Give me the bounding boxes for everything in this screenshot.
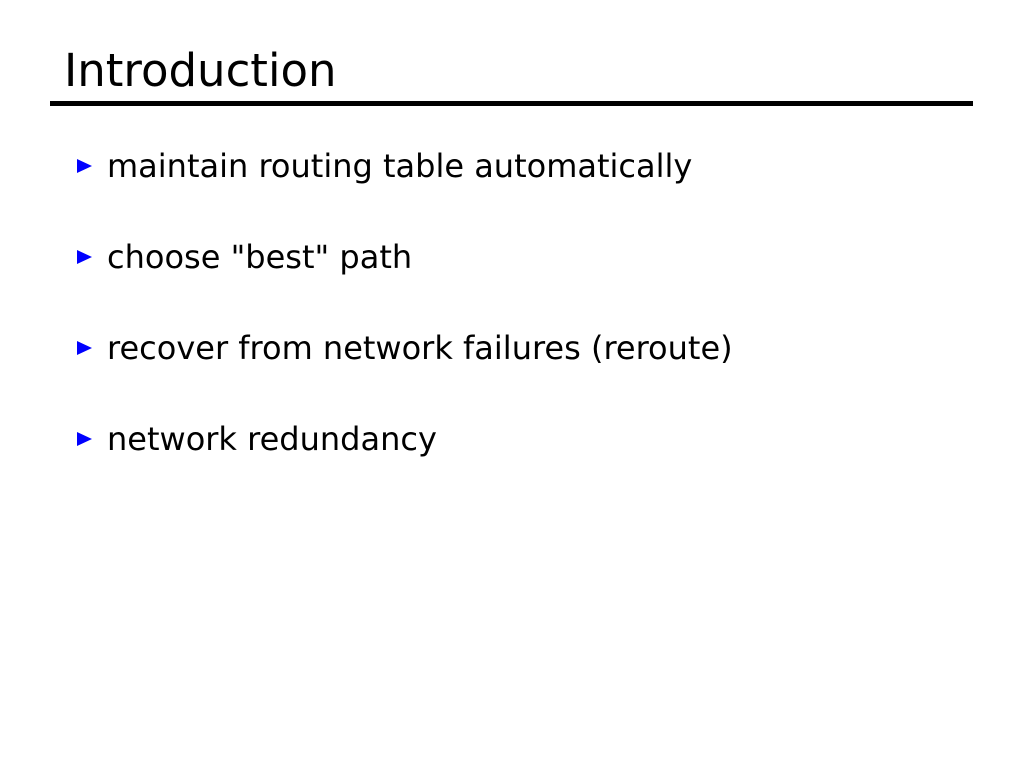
list-item-label: recover from network failures (reroute): [107, 329, 733, 367]
slide-title-block: Introduction: [50, 48, 973, 106]
bullet-list: maintain routing table automatically cho…: [77, 150, 977, 514]
triangle-right-icon: [77, 332, 93, 364]
triangle-right-icon: [77, 150, 93, 182]
page-title: Introduction: [64, 44, 337, 97]
list-item: recover from network failures (reroute): [77, 332, 977, 423]
list-item-label: choose "best" path: [107, 238, 413, 276]
triangle-right-icon: [77, 423, 93, 455]
list-item: maintain routing table automatically: [77, 150, 977, 241]
title-underline-rule: [50, 101, 973, 106]
list-item-label: maintain routing table automatically: [107, 147, 693, 185]
list-item: network redundancy: [77, 423, 977, 514]
list-item: choose "best" path: [77, 241, 977, 332]
list-item-label: network redundancy: [107, 420, 437, 458]
triangle-right-icon: [77, 241, 93, 273]
